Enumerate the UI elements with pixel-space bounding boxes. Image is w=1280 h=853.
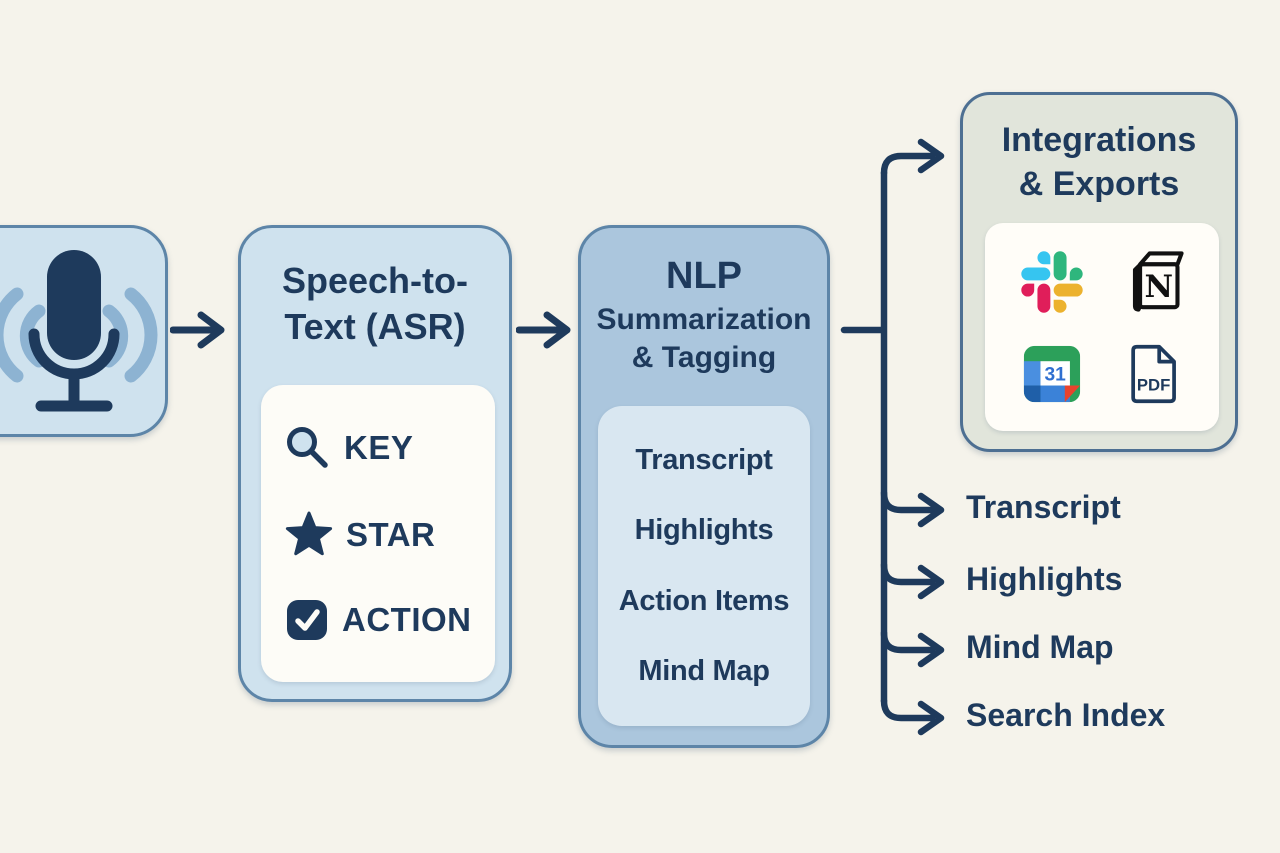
output-label-transcript: Transcript <box>966 489 1121 525</box>
nlp-title-line2: Summarization <box>596 302 812 336</box>
notion-letter: N <box>1144 269 1173 305</box>
nlp-title-line1: NLP <box>666 255 742 297</box>
nlp-title-line3: & Tagging <box>631 341 777 375</box>
node-audio-input <box>0 225 168 437</box>
nlp-item-action-items: Action Items <box>618 584 790 617</box>
nlp-title: NLP Summarization & Tagging <box>581 228 827 377</box>
integrations-title-line2: & Exports <box>1018 164 1180 203</box>
integrations-title: Integrations & Exports <box>963 95 1235 206</box>
node-nlp: NLP Summarization & Tagging Transcript H… <box>578 225 830 748</box>
slack-icon <box>1020 251 1083 313</box>
branch-connector-tree <box>840 138 945 736</box>
checkbox-icon <box>287 600 327 641</box>
notion-icon: N <box>1132 251 1184 312</box>
star-icon <box>285 511 333 555</box>
node-integrations-exports: Integrations & Exports N <box>960 92 1238 452</box>
branch-arrow-highlights <box>880 561 945 600</box>
speech-title-line1: Speech-to- <box>281 260 468 301</box>
tag-row-key: KEY <box>285 425 495 471</box>
output-label-highlights: Highlights <box>966 561 1123 597</box>
branch-arrow-search-index <box>880 697 945 736</box>
tag-card: KEY STAR ACTION <box>261 385 495 682</box>
tag-label-star: STAR <box>346 515 436 553</box>
tag-label-action: ACTION <box>342 601 472 639</box>
magnifier-icon <box>287 426 328 468</box>
branch-arrow-integrations <box>880 138 945 177</box>
tag-label-key: KEY <box>344 428 414 466</box>
branch-arrow-transcript <box>880 489 945 528</box>
output-label-search-index: Search Index <box>966 697 1166 733</box>
nlp-output-card: Transcript Highlights Action Items Mind … <box>598 406 810 726</box>
branch-arrow-mind-map <box>880 629 945 668</box>
nlp-item-highlights: Highlights <box>634 514 774 547</box>
tag-row-star: STAR <box>285 511 495 559</box>
tag-row-action: ACTION <box>285 598 495 642</box>
pdf-icon: PDF <box>1130 344 1176 404</box>
speech-title-line2: Text (ASR) <box>284 306 466 348</box>
integrations-title-line1: Integrations <box>1001 121 1197 159</box>
nlp-item-mind-map: Mind Map <box>638 655 770 688</box>
flow-arrow-2 <box>516 311 571 349</box>
nlp-item-transcript: Transcript <box>635 443 773 476</box>
speech-to-text-title: Speech-to- Text (ASR) <box>241 228 509 350</box>
calendar-day: 31 <box>1044 364 1066 385</box>
output-label-mind-map: Mind Map <box>966 629 1114 665</box>
node-speech-to-text: Speech-to- Text (ASR) KEY STAR <box>238 225 512 702</box>
microphone-icon <box>0 250 158 412</box>
app-card: N 31 PDF <box>985 223 1219 431</box>
flow-arrow-1 <box>170 311 225 349</box>
pdf-label: PDF <box>1136 376 1169 395</box>
calendar-icon: 31 <box>1023 345 1080 403</box>
